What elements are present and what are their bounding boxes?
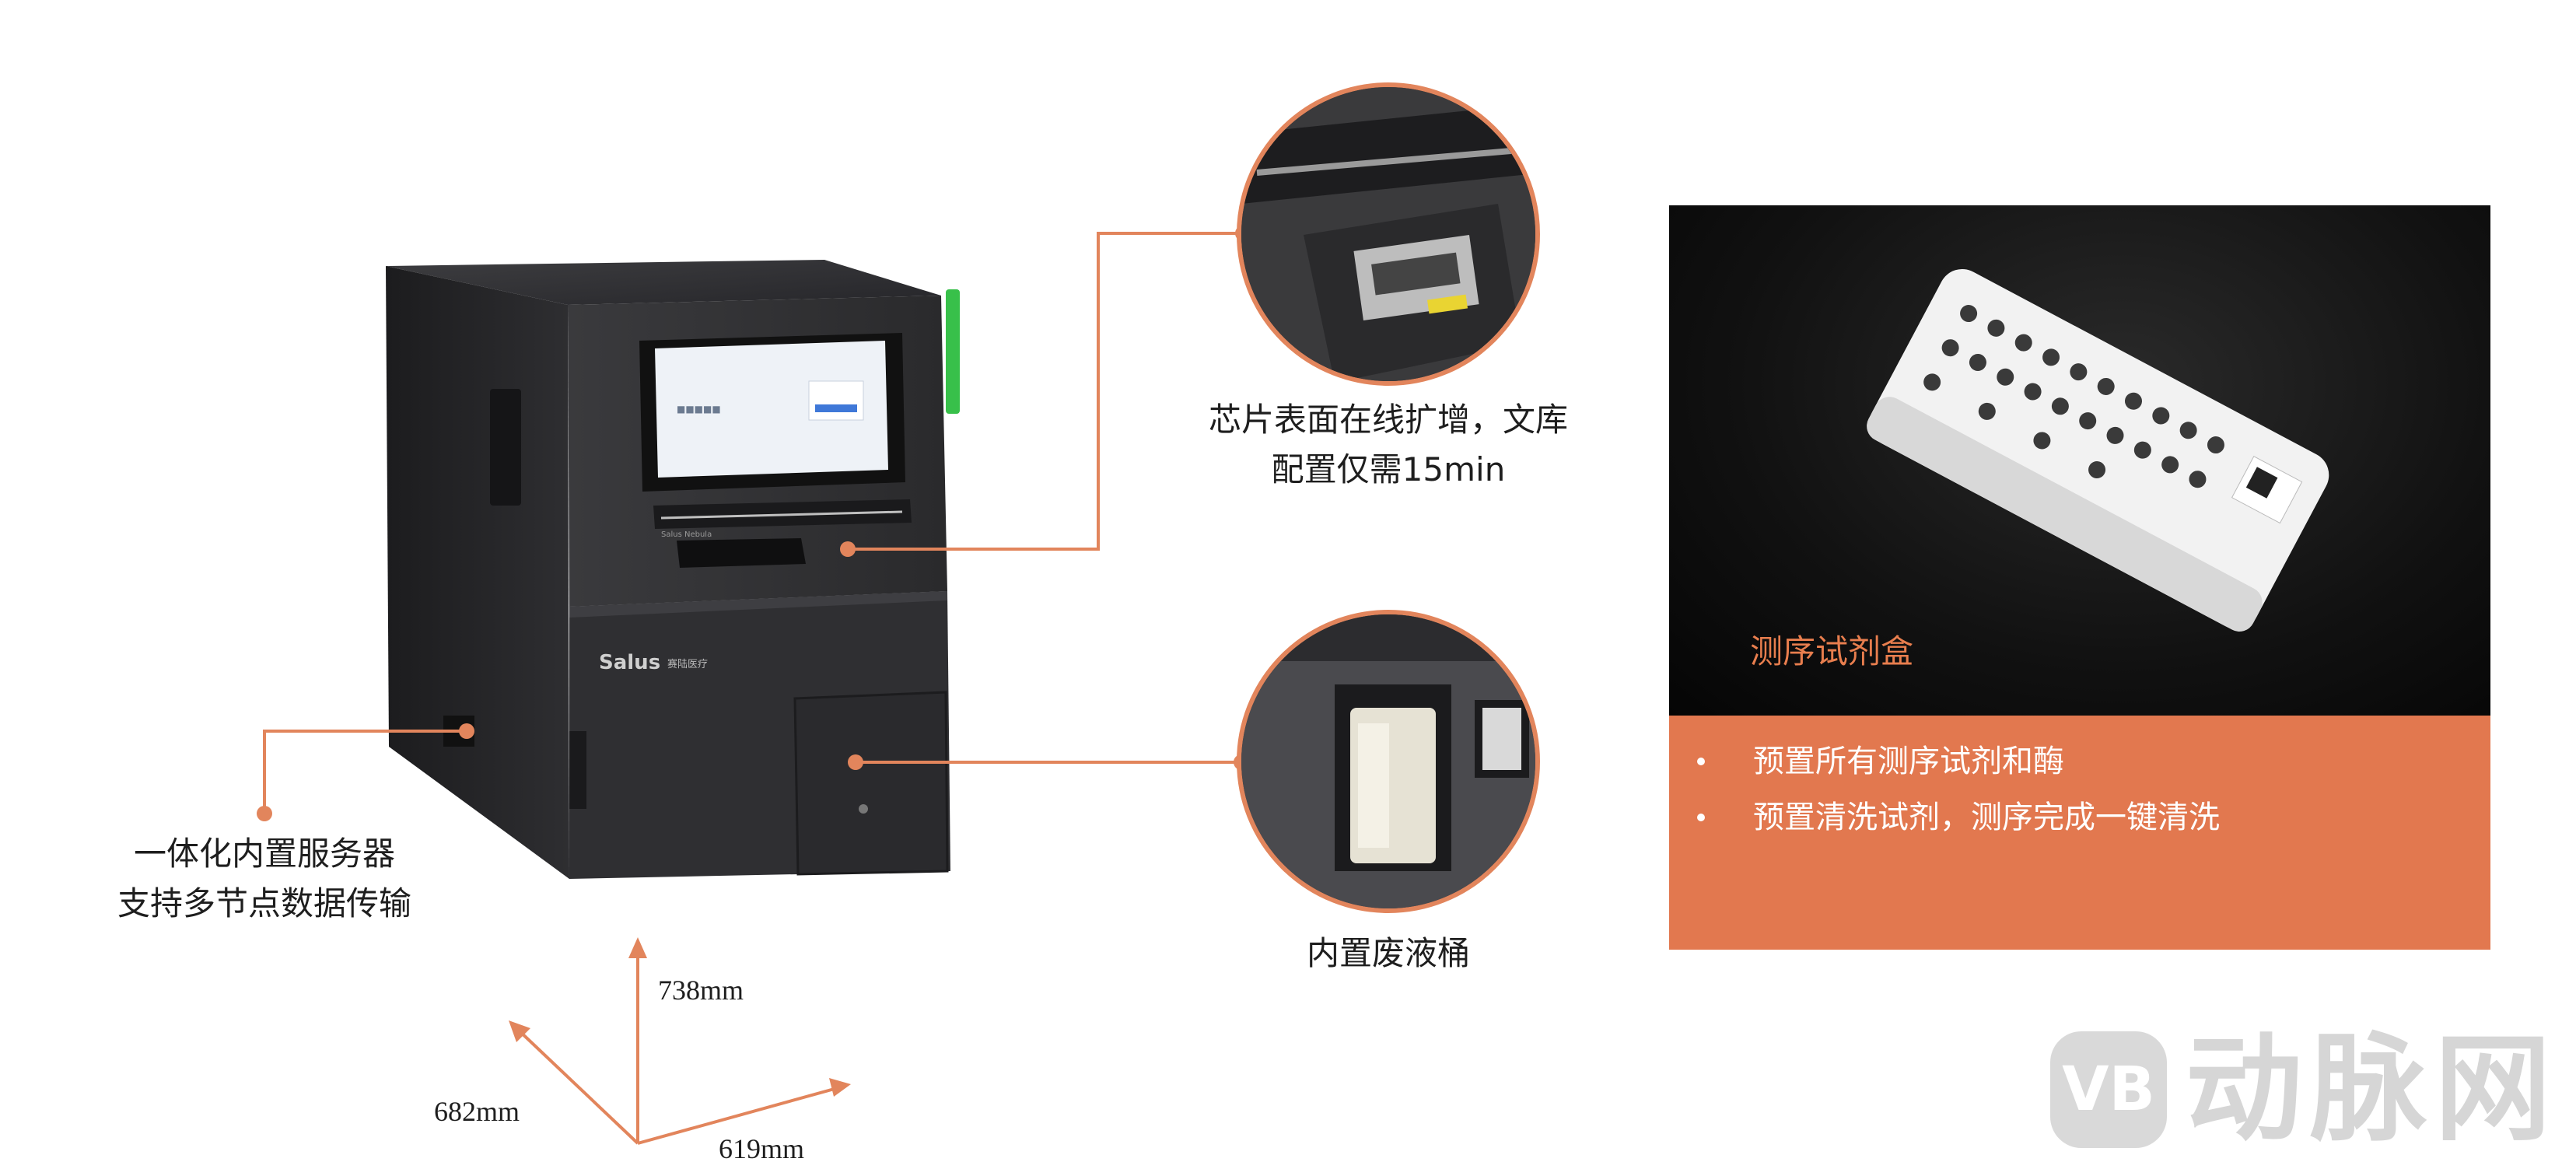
sequencer-machine-image: ■■■■■ Salus Nebula Salus 赛陆医疗 — [386, 260, 960, 879]
reagent-feature-item: 预置所有测序试剂和酶 — [1691, 739, 2220, 784]
server-callout-line2: 支持多节点数据传输 — [117, 884, 411, 922]
dimension-depth-label: 682mm — [434, 1096, 520, 1127]
reagent-feature-text: 预置清洗试剂，测序完成一键清洗 — [1753, 800, 2220, 835]
chip-closeup-image — [1237, 82, 1540, 386]
machine-brand-cn: 赛陆医疗 — [667, 658, 708, 670]
server-callout-text: 一体化内置服务器 支持多节点数据传输 — [78, 829, 451, 929]
reagent-kit-photo: 测序试剂盒 — [1669, 205, 2490, 716]
reagent-kit-panel: 测序试剂盒 预置所有测序试剂和酶 预置清洗试剂，测序完成一键清洗 — [1669, 205, 2490, 950]
svg-text:■■■■■: ■■■■■ — [677, 404, 721, 415]
server-callout-line1: 一体化内置服务器 — [133, 835, 395, 873]
dimension-width-label: 619mm — [719, 1133, 805, 1164]
waste-bottle-closeup-image — [1237, 610, 1540, 913]
watermark-logo-icon: VB — [2050, 1031, 2167, 1148]
machine-slot-label: Salus Nebula — [661, 530, 712, 539]
watermark: VB 动脉网 — [2050, 1031, 2559, 1148]
dimension-height-label: 738mm — [658, 975, 744, 1006]
waste-callout-text: 内置废液桶 — [1306, 934, 1470, 972]
reagent-feature-list: 预置所有测序试剂和酶 预置清洗试剂，测序完成一键清洗 — [1691, 739, 2220, 851]
reagent-kit-caption: 测序试剂盒 — [1750, 632, 1914, 670]
reagent-feature-text: 预置所有测序试剂和酶 — [1753, 744, 2064, 779]
machine-brand-logo: Salus — [599, 651, 660, 674]
chip-callout-line2: 配置仅需15min — [1271, 450, 1506, 488]
reagent-feature-item: 预置清洗试剂，测序完成一键清洗 — [1691, 795, 2220, 840]
watermark-text: 动脉网 — [2186, 1022, 2560, 1157]
chip-callout-text: 芯片表面在线扩增，文库 配置仅需15min — [1190, 395, 1587, 495]
chip-callout-line1: 芯片表面在线扩增，文库 — [1208, 401, 1568, 439]
